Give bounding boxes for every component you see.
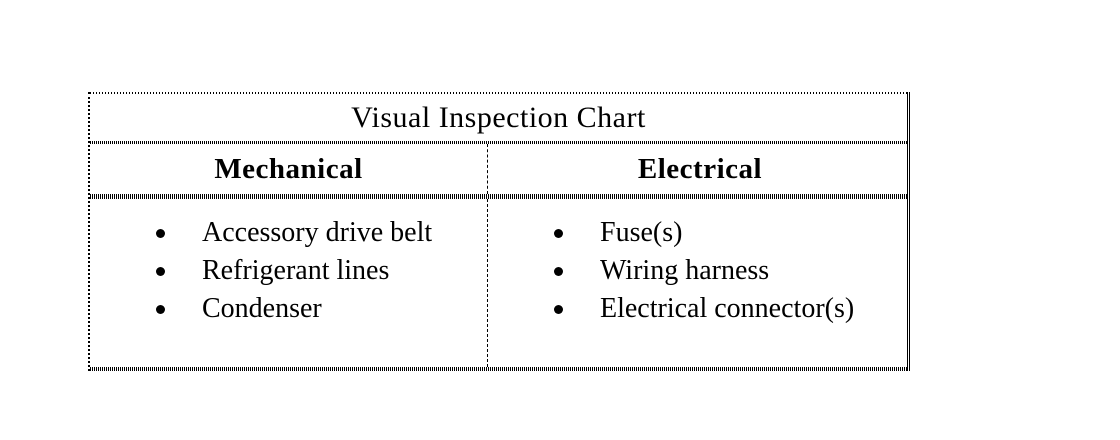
mechanical-items-cell: Accessory drive belt Refrigerant lines C…: [90, 199, 487, 367]
table-bottom-border: [90, 367, 907, 371]
list-item: Refrigerant lines: [90, 252, 487, 290]
list-item: Condenser: [90, 290, 487, 328]
list-item-label: Refrigerant lines: [202, 255, 390, 286]
column-header-label: Mechanical: [214, 152, 363, 185]
list-item-label: Fuse(s): [600, 217, 683, 248]
bullet-icon: [554, 229, 563, 238]
list-item-label: Accessory drive belt: [202, 217, 433, 248]
list-item-label: Wiring harness: [600, 255, 770, 286]
header-separator: [90, 194, 907, 199]
bullet-icon: [554, 267, 563, 276]
table-header-row: Mechanical Electrical: [90, 144, 907, 194]
mechanical-items-list: Accessory drive belt Refrigerant lines C…: [90, 199, 487, 328]
table-body-row: Accessory drive belt Refrigerant lines C…: [90, 199, 907, 367]
electrical-items-cell: Fuse(s) Wiring harness Electrical connec…: [487, 199, 912, 367]
column-header-label: Electrical: [637, 152, 763, 185]
list-item: Fuse(s): [488, 214, 912, 252]
table-top-border: [90, 92, 907, 94]
bullet-icon: [156, 305, 165, 314]
column-header-mechanical: Mechanical: [90, 144, 487, 194]
bullet-icon: [554, 305, 563, 314]
list-item: Electrical connector(s): [488, 290, 912, 328]
title-separator: [90, 141, 907, 144]
bullet-icon: [156, 229, 165, 238]
column-header-electrical: Electrical: [487, 144, 912, 194]
electrical-items-list: Fuse(s) Wiring harness Electrical connec…: [488, 199, 912, 328]
list-item: Accessory drive belt: [90, 214, 487, 252]
list-item-label: Electrical connector(s): [600, 293, 855, 324]
bullet-icon: [156, 267, 165, 276]
table-title: Visual Inspection Chart: [351, 100, 646, 134]
table-title-row: Visual Inspection Chart: [90, 94, 907, 141]
list-item-label: Condenser: [202, 293, 322, 324]
visual-inspection-chart-table: Visual Inspection Chart Mechanical Elect…: [88, 92, 910, 371]
list-item: Wiring harness: [488, 252, 912, 290]
